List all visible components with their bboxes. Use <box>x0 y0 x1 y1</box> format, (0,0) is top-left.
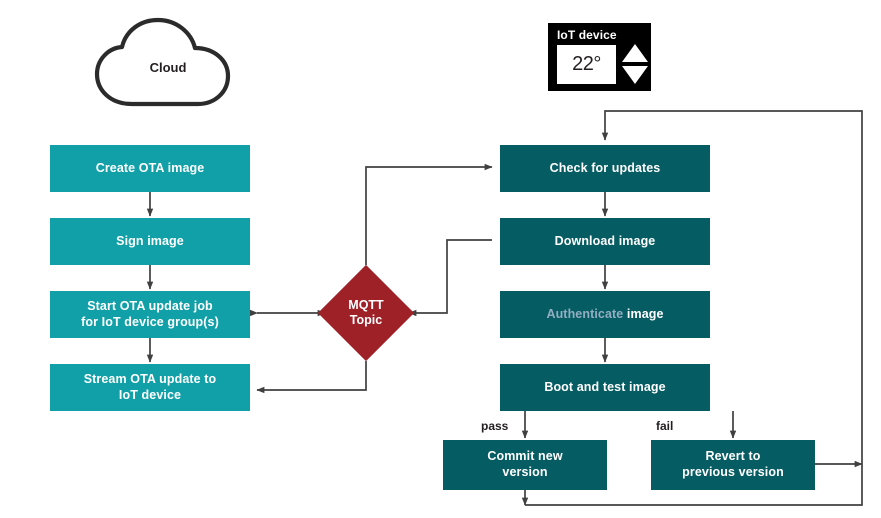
triangle-down-icon <box>622 66 648 84</box>
node-label-line2: for IoT device group(s) <box>81 314 219 329</box>
node-boot-and-test-image[interactable]: Boot and test image <box>500 364 710 411</box>
node-create-ota-image[interactable]: Create OTA image <box>50 145 250 192</box>
mqtt-label-line1: MQTT <box>348 298 384 312</box>
node-start-ota-job[interactable]: Start OTA update job for IoT device grou… <box>50 291 250 338</box>
node-label-prefix: Authenticate <box>546 306 624 321</box>
node-label-suffix: image <box>626 306 664 321</box>
mqtt-label-line2: Topic <box>349 313 383 327</box>
node-revert-previous-version[interactable]: Revert to previous version <box>651 440 815 490</box>
node-label-block: Start OTA update job for IoT device grou… <box>81 299 219 330</box>
iot-device-title: IoT device <box>557 28 617 42</box>
iot-temperature-value: 22° <box>572 53 601 75</box>
node-label-block: Authenticate image <box>546 307 663 323</box>
cloud-label: Cloud <box>149 60 187 75</box>
wire-bus-loopback-top <box>601 110 863 464</box>
node-label-line2: IoT device <box>118 387 182 402</box>
node-sign-image[interactable]: Sign image <box>50 218 250 265</box>
iot-device-screen: 22° <box>557 45 616 84</box>
node-label-line2: version <box>502 465 548 479</box>
wire-download-to-mqtt <box>408 239 492 317</box>
node-label: Check for updates <box>549 160 661 175</box>
iot-device-node: IoT device 22° <box>548 23 651 91</box>
node-label-line2: previous version <box>682 465 784 479</box>
node-label-line1: Stream OTA update to <box>83 371 217 386</box>
node-stream-ota-update[interactable]: Stream OTA update to IoT device <box>50 364 250 411</box>
edge-label-pass: pass <box>481 419 509 433</box>
node-label-block: Revert to previous version <box>682 449 784 480</box>
node-authenticate-image[interactable]: Authenticate image <box>500 291 710 338</box>
node-mqtt-topic[interactable]: MQTT Topic <box>317 264 415 362</box>
node-label: Create OTA image <box>95 160 205 175</box>
node-label: Boot and test image <box>544 379 666 394</box>
node-commit-new-version[interactable]: Commit new version <box>443 440 607 490</box>
node-label-line1: Revert to <box>705 449 761 464</box>
wire-mqtt-to-stream <box>256 361 367 394</box>
cloud-icon <box>94 17 231 107</box>
triangle-up-icon <box>622 44 648 62</box>
node-label-line1: Start OTA update job <box>87 298 213 313</box>
node-label: Download image <box>554 233 656 248</box>
wire-mqtt-to-check <box>365 163 493 265</box>
iot-stepper-arrows[interactable] <box>620 43 650 85</box>
node-label-block: Stream OTA update to IoT device <box>84 372 217 403</box>
node-label: Sign image <box>116 233 184 248</box>
mqtt-topic-label: MQTT Topic <box>348 298 383 328</box>
node-check-for-updates[interactable]: Check for updates <box>500 145 710 192</box>
node-label-block: Commit new version <box>487 449 562 480</box>
edge-label-fail: fail <box>656 419 674 433</box>
node-download-image[interactable]: Download image <box>500 218 710 265</box>
wire-bus-bottom <box>525 464 863 506</box>
cloud-node: Cloud <box>88 16 248 116</box>
node-label-line1: Commit new <box>487 449 563 464</box>
